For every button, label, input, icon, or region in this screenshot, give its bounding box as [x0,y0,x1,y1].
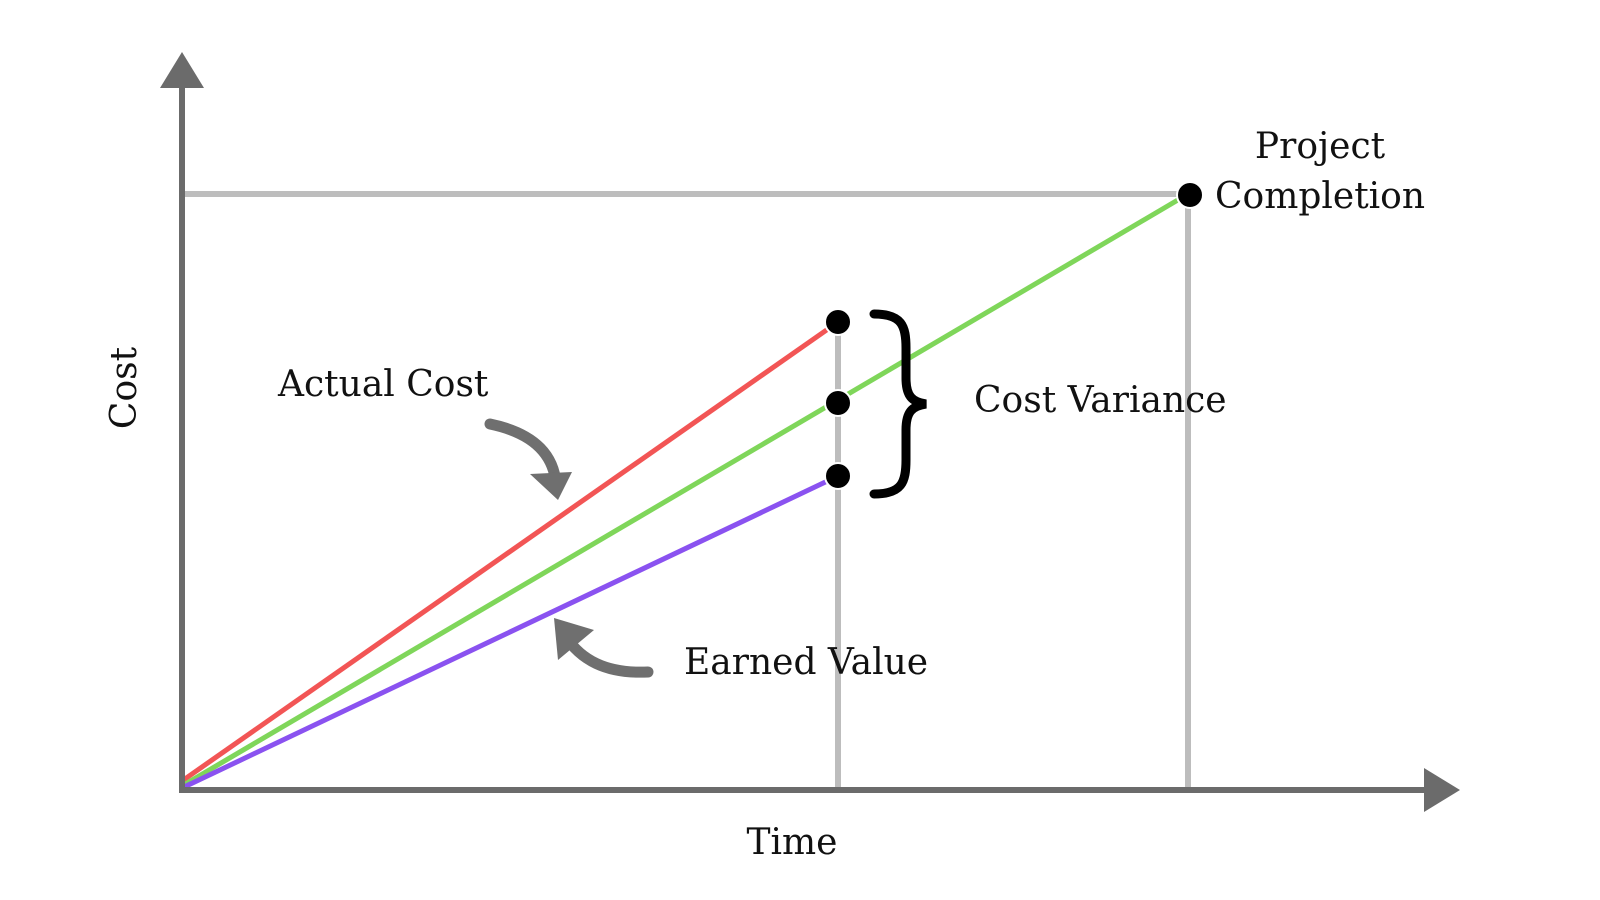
cost-variance-label: Cost Variance [974,380,1227,421]
project-completion-label-line1: Project [1255,126,1386,167]
curly-brace-icon [869,309,927,499]
earned-value-label: Earned Value [684,642,928,683]
actual-cost-line [180,319,840,784]
curved-arrow-icon [484,418,572,500]
planned-value-point [824,389,852,417]
x-axis-arrowhead [1424,768,1460,812]
earned-value-point [824,462,852,490]
actual-cost-point [824,308,852,336]
y-axis-arrowhead [160,52,204,88]
project-completion-label-line2: Completion [1215,176,1425,217]
project-completion-point [1176,181,1204,209]
actual-cost-label: Actual Cost [277,364,489,405]
y-axis-label: Cost [104,346,145,429]
planned-value-line [180,191,1190,789]
earned-value-line [180,473,840,791]
x-axis-label: Time [747,822,838,863]
curved-arrow-icon [554,618,654,678]
